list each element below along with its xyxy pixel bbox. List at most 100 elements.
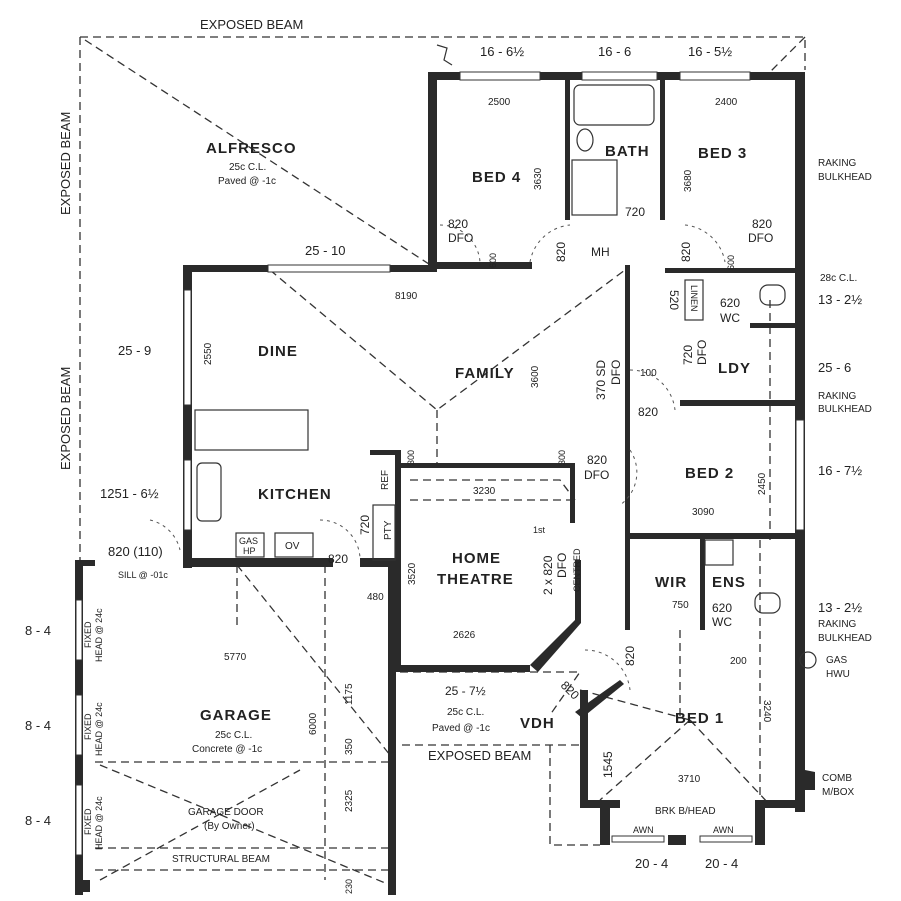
fixed-head-note: HEAD @ 24c	[94, 608, 104, 662]
window-size: 16 - 7½	[818, 463, 862, 478]
window-size: 1251 - 6½	[100, 486, 159, 501]
window-size: 16 - 6½	[480, 44, 524, 59]
hotplate-label: HP	[243, 546, 256, 556]
door-count-label: 2 x 820	[541, 555, 555, 595]
dimension: 6000	[308, 712, 319, 735]
walls	[75, 71, 805, 895]
gas-hwu-label: GAS	[826, 655, 847, 666]
dimension: 750	[672, 600, 689, 611]
room-label-alfresco: ALFRESCO	[206, 140, 297, 157]
dimension: 720	[681, 345, 695, 365]
window-size: 16 - 6	[598, 44, 631, 59]
dimension: 720	[625, 205, 645, 219]
dimension: 2626	[453, 630, 476, 641]
window-size: 20 - 4	[635, 856, 668, 871]
garage-door-label: GARAGE DOOR	[188, 807, 264, 818]
dimension: 820	[752, 217, 772, 231]
dimension: 8190	[395, 291, 418, 302]
alfresco-floor: Paved @ -1c	[218, 176, 276, 187]
room-label-dine: DINE	[258, 343, 298, 360]
dimension: 600	[488, 253, 498, 268]
sliding-door-label: 370 SD	[594, 360, 608, 400]
garage-floor: Concrete @ -1c	[192, 744, 262, 755]
dimension: 820	[328, 552, 348, 566]
porch-ceiling: 25c C.L.	[447, 707, 484, 718]
dimension: 3520	[407, 562, 418, 585]
dimension: 480	[367, 592, 384, 603]
room-label-bed4: BED 4	[472, 169, 521, 186]
gas-hwu-label: HWU	[826, 669, 850, 680]
dfo-label: DFO	[555, 553, 569, 578]
wc-label: WC	[712, 615, 732, 629]
porch-floor: Paved @ -1c	[432, 723, 490, 734]
dimension: 5770	[224, 652, 247, 663]
garage-ceiling: 25c C.L.	[215, 730, 252, 741]
room-label-wir: WIR	[655, 574, 687, 591]
dimension: 2450	[757, 472, 768, 495]
dimension: 620	[712, 601, 732, 615]
dimension: 100	[640, 368, 657, 379]
pantry	[372, 504, 396, 561]
fixed-head-note: FIXED	[83, 621, 93, 648]
meter-box-label: COMB	[822, 773, 852, 784]
oven-label: OV	[285, 541, 300, 552]
labels: EXPOSED BEAM EXPOSED BEAM EXPOSED BEAM E…	[25, 17, 872, 894]
first-note: 1st	[533, 525, 546, 535]
raking-bulkhead-note: RAKING	[818, 158, 857, 169]
window-size: 8 - 4	[25, 718, 51, 733]
dimension: 3240	[761, 700, 772, 723]
dimension: 3630	[533, 167, 544, 190]
dimension: 2325	[344, 789, 355, 812]
window-size: 13 - 2½	[818, 292, 862, 307]
dimension: 820	[679, 242, 693, 262]
basin-icon	[576, 128, 594, 152]
awning-label: AWN	[713, 825, 734, 835]
room-label-garage: GARAGE	[200, 707, 272, 724]
dimension: 820	[623, 646, 637, 666]
dimension: 600	[726, 255, 736, 270]
meter-box-label: M/BOX	[822, 787, 855, 798]
toilet-icon	[754, 592, 781, 614]
exposed-beam-label: EXPOSED BEAM	[58, 367, 73, 470]
room-label-kitchen: KITCHEN	[258, 486, 332, 503]
dimension: 300	[557, 450, 567, 465]
toilet-icon	[759, 284, 786, 306]
dimension: 1175	[344, 683, 355, 705]
room-label-bed3: BED 3	[698, 145, 747, 162]
dimension: 350	[344, 738, 355, 755]
window-size: 13 - 2½	[818, 600, 862, 615]
gas-hwu-icon	[799, 651, 817, 669]
wc-label: WC	[720, 311, 740, 325]
dimension: 200	[730, 656, 747, 667]
meter-box-icon	[805, 770, 815, 790]
raking-bulkhead-note: BULKHEAD	[818, 172, 872, 183]
porch-size: 25 - 7½	[445, 684, 486, 698]
exposed-beam-label: EXPOSED BEAM	[58, 112, 73, 215]
dimension: 720	[358, 515, 372, 535]
fridge-label: REF	[380, 470, 391, 490]
exposed-beam-label: EXPOSED BEAM	[200, 17, 303, 32]
roof-lines	[79, 36, 806, 895]
dimension: 3680	[683, 169, 694, 192]
bathtub	[573, 84, 655, 126]
dfo-label: DFO	[609, 360, 623, 385]
ceiling-note: 28c C.L.	[820, 273, 857, 284]
room-label-family: FAMILY	[455, 365, 515, 382]
tap-icon	[436, 44, 453, 66]
dimension: 820	[638, 405, 658, 419]
window-size: 8 - 4	[25, 813, 51, 828]
centred-note: CENTRED	[572, 548, 582, 592]
alfresco-ceiling: 25c C.L.	[229, 162, 266, 173]
dimension: 3230	[473, 486, 496, 497]
dimension: 3090	[692, 507, 715, 518]
dimension: 3710	[678, 774, 701, 785]
linen-label: LINEN	[689, 285, 699, 312]
dimension: 2550	[203, 342, 214, 365]
hotplate-label: GAS	[239, 536, 258, 546]
window-size: 820 (110)	[108, 544, 163, 559]
structural-beam-label: STRUCTURAL BEAM	[172, 854, 270, 865]
raking-bulkhead-note: BULKHEAD	[818, 404, 872, 415]
exposed-beam-label: EXPOSED BEAM	[428, 748, 531, 763]
room-label-bed2: BED 2	[685, 465, 734, 482]
